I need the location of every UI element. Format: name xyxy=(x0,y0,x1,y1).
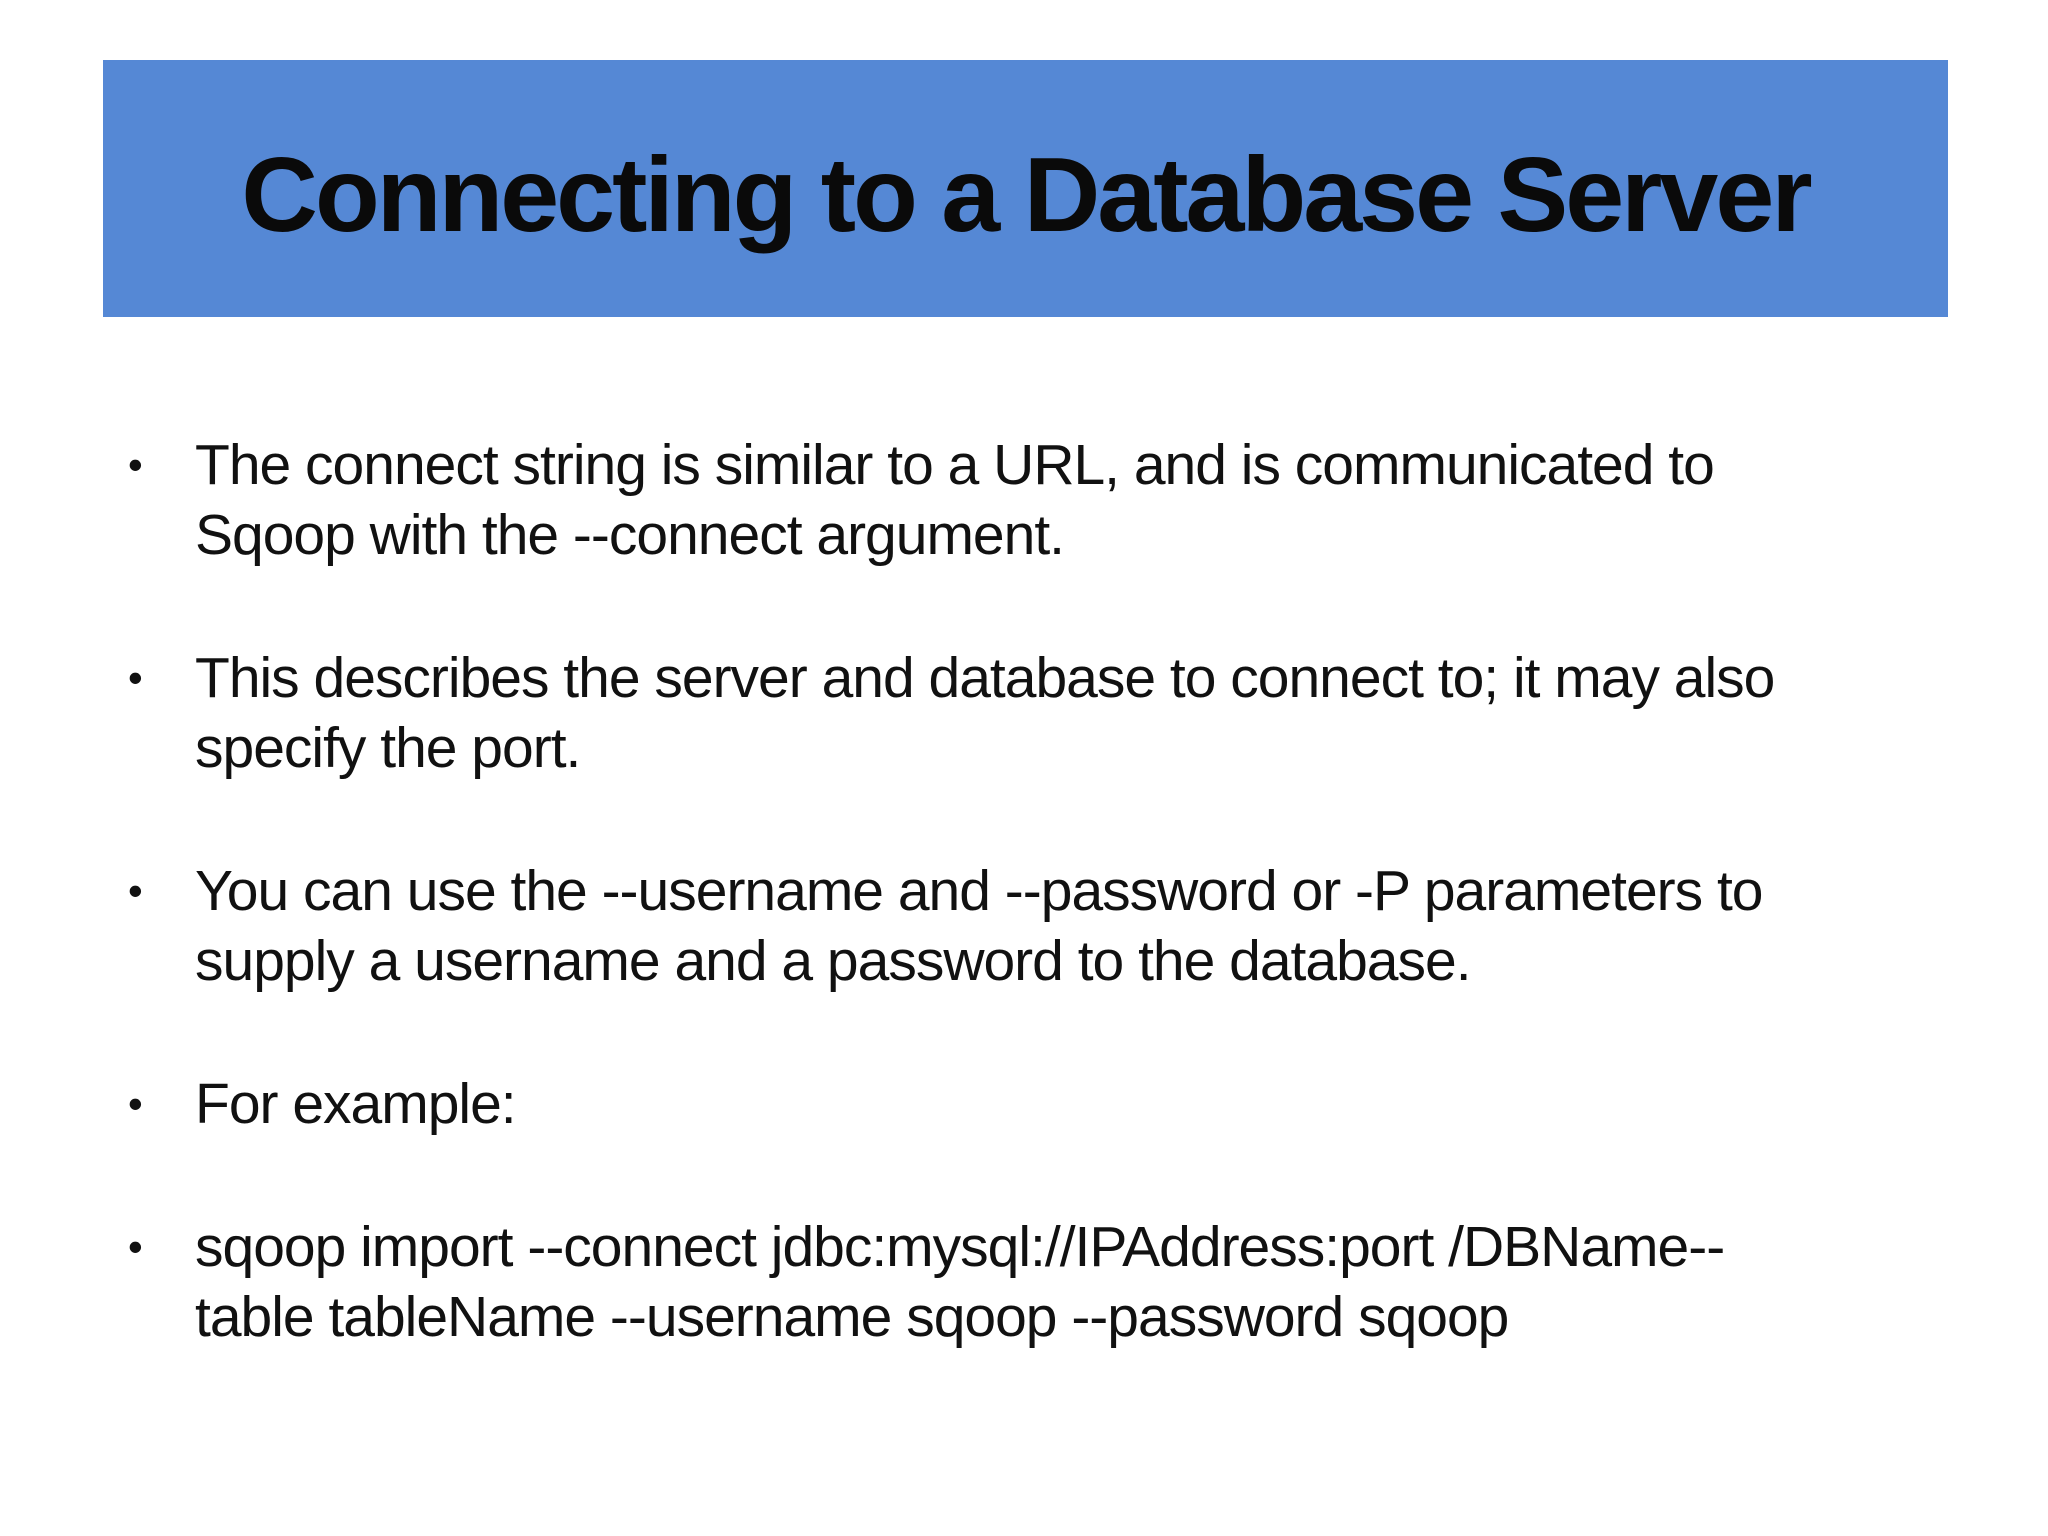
bullet-item: • The connect string is similar to a URL… xyxy=(128,430,1988,570)
bullet-text: The connect string is similar to a URL, … xyxy=(195,433,1715,567)
bullet-item: • This describes the server and database… xyxy=(128,643,1988,783)
slide-title: Connecting to a Database Server xyxy=(241,136,1812,254)
title-banner: Connecting to a Database Server xyxy=(103,60,1948,317)
bullet-marker: • xyxy=(128,1080,143,1127)
bullet-marker: • xyxy=(128,867,143,914)
bullet-marker: • xyxy=(128,441,143,488)
bullet-text: sqoop import --connect jdbc:mysql://IPAd… xyxy=(195,1215,1725,1349)
bullet-text: For example: xyxy=(195,1072,517,1136)
bullet-item: • For example: xyxy=(128,1069,1988,1139)
bullet-text: You can use the --username and --passwor… xyxy=(195,859,1764,993)
bullet-text: This describes the server and database t… xyxy=(195,646,1775,780)
bullet-item: • sqoop import --connect jdbc:mysql://IP… xyxy=(128,1212,1988,1352)
bullet-marker: • xyxy=(128,1223,143,1270)
bullet-list: • The connect string is similar to a URL… xyxy=(128,430,1988,1425)
bullet-item: • You can use the --username and --passw… xyxy=(128,856,1988,996)
bullet-marker: • xyxy=(128,654,143,701)
